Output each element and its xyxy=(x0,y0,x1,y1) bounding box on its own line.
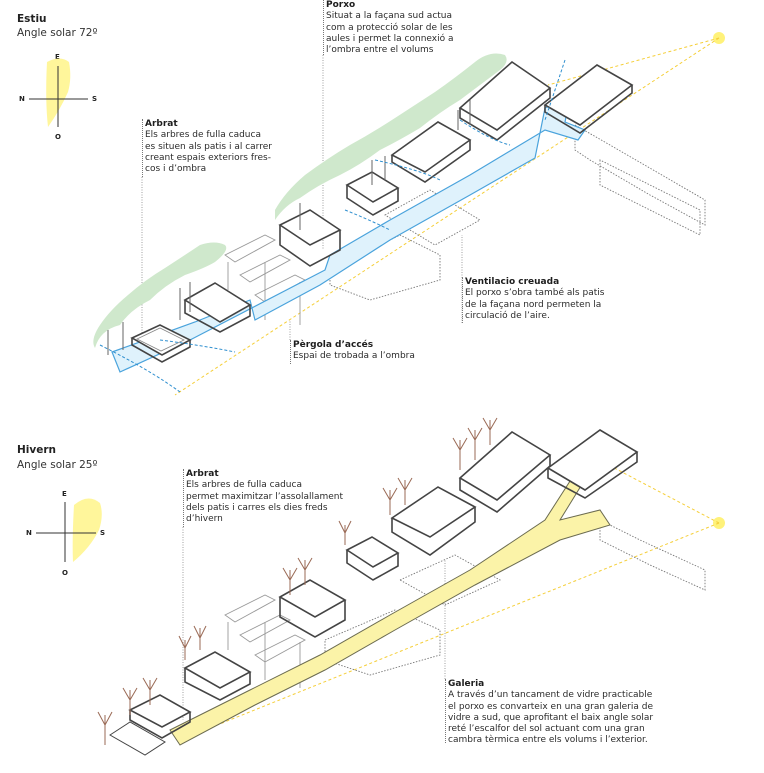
winter-building-6 xyxy=(458,431,552,513)
summer-sun-rays xyxy=(174,37,720,396)
winter-bare-trees xyxy=(97,417,498,745)
winter-building-2 xyxy=(183,651,252,701)
summer-diagram xyxy=(93,32,725,396)
winter-sun-rays xyxy=(184,449,720,739)
note-galeria: Galeria A través d’un tancament de vidre… xyxy=(445,679,663,746)
winter-sun-path-shape xyxy=(72,498,102,562)
winter-buildings xyxy=(109,429,639,756)
note-porxo-body: Situat a la façana sud actua com a prote… xyxy=(326,11,454,56)
note-pergola: Pèrgola d’accés Espai de trobada a l’omb… xyxy=(290,340,433,364)
winter-compass xyxy=(36,498,102,562)
summer-compass xyxy=(29,58,88,127)
winter-diagram xyxy=(97,417,725,756)
summer-compass-south: S xyxy=(92,95,98,103)
winter-title: Hivern xyxy=(17,444,57,456)
winter-gallery xyxy=(169,449,611,746)
note-pergola-body: Espai de trobada a l’ombra xyxy=(293,351,415,362)
summer-tree-trunks xyxy=(107,100,471,355)
note-arbrat-winter-title: Arbrat xyxy=(186,469,219,479)
summer-title: Estiu xyxy=(17,13,47,25)
summer-compass-north: N xyxy=(19,95,25,103)
winter-solar-angle: Angle solar 25º xyxy=(17,459,98,471)
note-ventilacio: Ventilacio creuada El porxo s’obra també… xyxy=(462,277,615,323)
note-arbrat-summer-title: Arbrat xyxy=(145,119,178,129)
summer-tree-canopies xyxy=(93,53,507,348)
tree-canopy-2 xyxy=(275,53,507,220)
tree-canopy-1 xyxy=(93,242,227,348)
winter-compass-north: N xyxy=(26,529,32,537)
summer-porch xyxy=(111,94,586,373)
winter-compass-west: O xyxy=(62,569,68,577)
note-ventilacio-title: Ventilacio creuada xyxy=(465,277,560,287)
note-porxo: Porxo Situat a la façana sud actua com a… xyxy=(323,0,466,55)
summer-buildings xyxy=(130,60,634,363)
note-galeria-body: A través d’un tancament de vidre practic… xyxy=(448,690,654,746)
note-arbrat-winter: Arbrat Els arbres de fulla caduca permet… xyxy=(183,469,356,527)
note-porxo-title: Porxo xyxy=(326,0,356,10)
note-arbrat-winter-body: Els arbres de fulla caduca permet maximi… xyxy=(186,480,344,525)
summer-building-4 xyxy=(345,171,400,216)
winter-building-7 xyxy=(546,429,639,499)
winter-compass-east: E xyxy=(62,490,67,498)
winter-compass-south: S xyxy=(100,529,106,537)
summer-compass-west: O xyxy=(55,133,61,141)
note-arbrat-summer: Arbrat Els arbres de fulla caduca es sit… xyxy=(142,119,285,177)
note-galeria-title: Galeria xyxy=(448,679,485,689)
winter-building-4 xyxy=(345,536,400,581)
winter-building-3 xyxy=(278,579,347,638)
summer-compass-east: E xyxy=(55,53,60,61)
summer-solar-angle: Angle solar 72º xyxy=(17,27,98,39)
note-ventilacio-body: El porxo s’obra també als patis de la fa… xyxy=(465,288,605,321)
summer-building-7 xyxy=(543,64,634,134)
leader-lines xyxy=(141,55,463,720)
summer-building-5 xyxy=(390,121,472,183)
summer-air-flow-arrows xyxy=(99,59,566,393)
summer-building-6 xyxy=(458,60,552,141)
summer-building-2 xyxy=(183,282,252,333)
note-arbrat-summer-body: Els arbres de fulla caduca es situen als… xyxy=(145,130,272,175)
note-pergola-title: Pèrgola d’accés xyxy=(293,340,374,350)
winter-building-5 xyxy=(390,486,477,556)
